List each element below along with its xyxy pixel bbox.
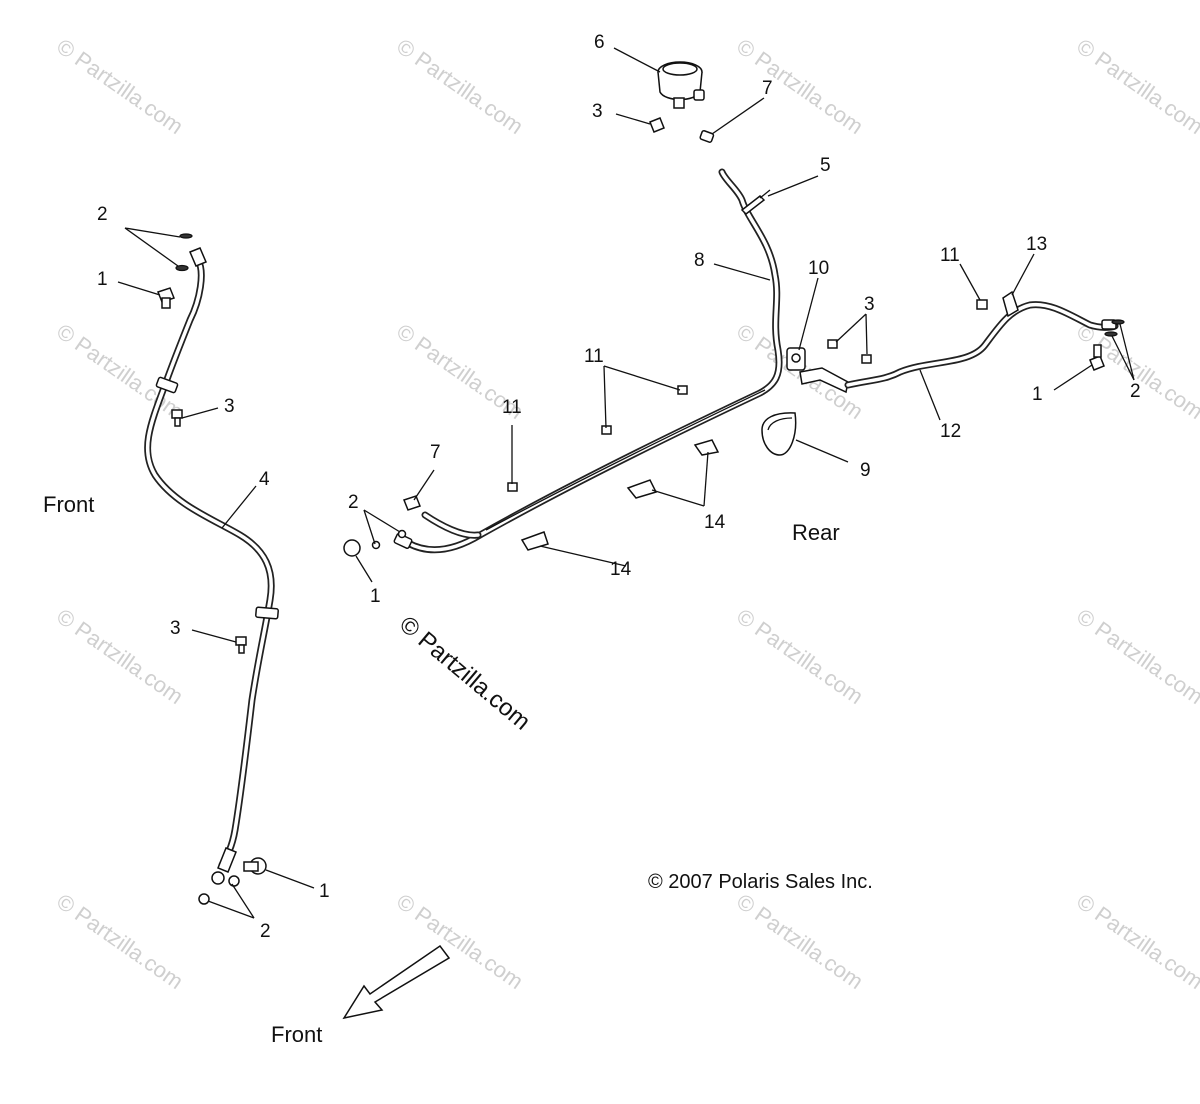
callout-4: 4: [259, 469, 270, 490]
front-lower-banjo-bolt: [243, 857, 267, 875]
callout-1: 1: [370, 586, 381, 607]
callout-11: 11: [584, 346, 604, 367]
callout-2: 2: [260, 921, 271, 942]
line-clips: [520, 439, 720, 551]
callout-13: 13: [1026, 234, 1047, 255]
rear-brake-hose: [844, 301, 1119, 389]
front-arrow-label: Front: [271, 1022, 322, 1047]
reservoir-hose-clamp: [699, 130, 715, 143]
callout-3: 3: [170, 618, 181, 639]
callout-10: 10: [808, 258, 829, 279]
callout-1: 1: [97, 269, 108, 290]
bleeder-valve: [740, 189, 771, 215]
callout-7: 7: [762, 78, 773, 99]
watermark-tile: © Partzilla.com: [1072, 319, 1200, 425]
front-upper-banjo-bolt: [157, 287, 175, 309]
callout-3: 3: [592, 101, 603, 122]
master-cylinder-reservoir: [657, 61, 705, 109]
rear-hose-bracket: [1002, 290, 1019, 318]
callout-9: 9: [860, 460, 871, 481]
rear-label: Rear: [792, 520, 840, 545]
callout-11: 11: [502, 397, 522, 418]
front-clamp-bolt-lower: [235, 636, 247, 654]
callout-3: 3: [224, 396, 235, 417]
watermark-center: © Partzilla.com: [394, 611, 535, 736]
watermark-tile: © Partzilla.com: [1072, 34, 1200, 140]
junction-block: [786, 347, 849, 394]
watermark-tile: © Partzilla.com: [732, 604, 868, 710]
callout-1: 1: [319, 881, 330, 902]
callout-8: 8: [694, 250, 705, 271]
watermark-tile: © Partzilla.com: [392, 34, 528, 140]
watermark-tile: © Partzilla.com: [52, 889, 188, 995]
fitting-nut: [403, 495, 421, 511]
leader-lines: [117, 47, 1135, 919]
callout-6: 6: [594, 32, 605, 53]
callout-11: 11: [940, 245, 960, 266]
callout-3: 3: [864, 294, 875, 315]
front-upper-washers: [175, 233, 193, 272]
callout-7: 7: [430, 442, 441, 463]
callout-14: 14: [704, 512, 726, 533]
callout-2: 2: [97, 204, 108, 225]
junction-bolts: [827, 339, 872, 364]
watermark-tile: © Partzilla.com: [732, 34, 868, 140]
watermark-tile: © Partzilla.com: [1072, 889, 1200, 995]
callout-12: 12: [940, 421, 961, 442]
front-brake-hose: [144, 247, 279, 885]
front-direction-arrow: Front: [271, 944, 451, 1047]
callout-2: 2: [1130, 381, 1141, 402]
callout-5: 5: [820, 155, 831, 176]
front-label-left: Front: [43, 492, 94, 517]
callout-1: 1: [1032, 384, 1043, 405]
watermark-tile: © Partzilla.com: [1072, 604, 1200, 710]
reservoir-bolt: [649, 117, 665, 133]
rear-right-washers: [1104, 319, 1125, 337]
callout-14: 14: [610, 559, 632, 580]
watermark-tiles: © Partzilla.com © Partzilla.com © Partzi…: [52, 34, 1200, 995]
rear-hose-nut: [976, 299, 988, 310]
watermark-tile: © Partzilla.com: [732, 889, 868, 995]
callout-2: 2: [348, 492, 359, 513]
watermark-tile: © Partzilla.com: [52, 604, 188, 710]
rear-left-banjo-bolt: [343, 529, 407, 557]
front-clamp-bolt-upper: [171, 409, 183, 427]
reservoir-cap-seal: [761, 412, 797, 456]
copyright-notice: © 2007 Polaris Sales Inc.: [648, 871, 873, 893]
watermark-tile: © Partzilla.com: [52, 34, 188, 140]
callouts: 2 1 3 4 3 1 2 6 3 7 5 8 10 3 11 11 7 2 1…: [97, 32, 1141, 942]
rear-right-banjo-bolt: [1089, 344, 1105, 371]
